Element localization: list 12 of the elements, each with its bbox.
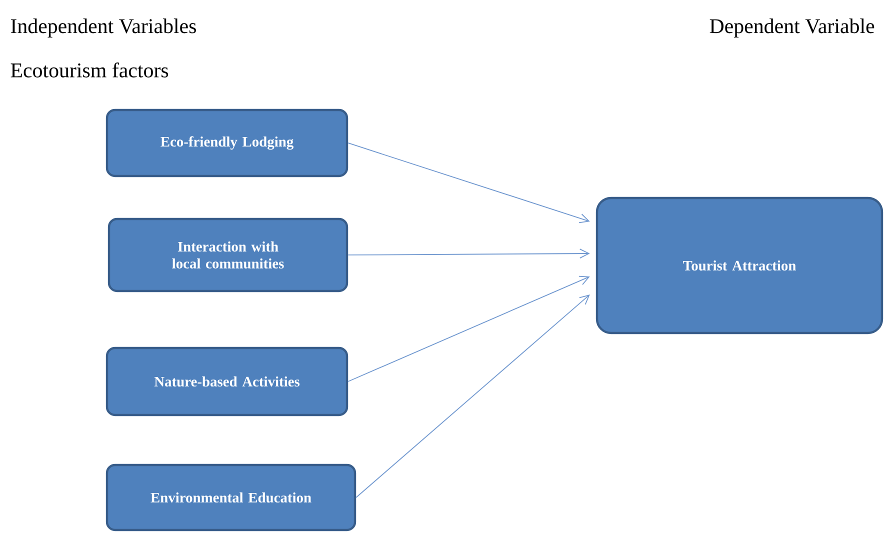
arrow — [348, 276, 590, 382]
process-box: Environmental Education — [106, 464, 356, 532]
arrow — [348, 142, 590, 224]
process-box: Eco-friendly Lodging — [106, 108, 348, 178]
process-box: Interaction with local communities — [108, 218, 348, 292]
process-box: Nature-based Activities — [106, 346, 348, 416]
heading-text: Dependent Variable — [710, 18, 874, 38]
heading-text: Independent Variables — [10, 18, 196, 38]
arrow — [348, 248, 590, 258]
heading-text: Ecotourism factors — [10, 62, 168, 78]
outcome-box: Tourist Attraction — [596, 196, 884, 334]
arrow — [356, 294, 590, 498]
